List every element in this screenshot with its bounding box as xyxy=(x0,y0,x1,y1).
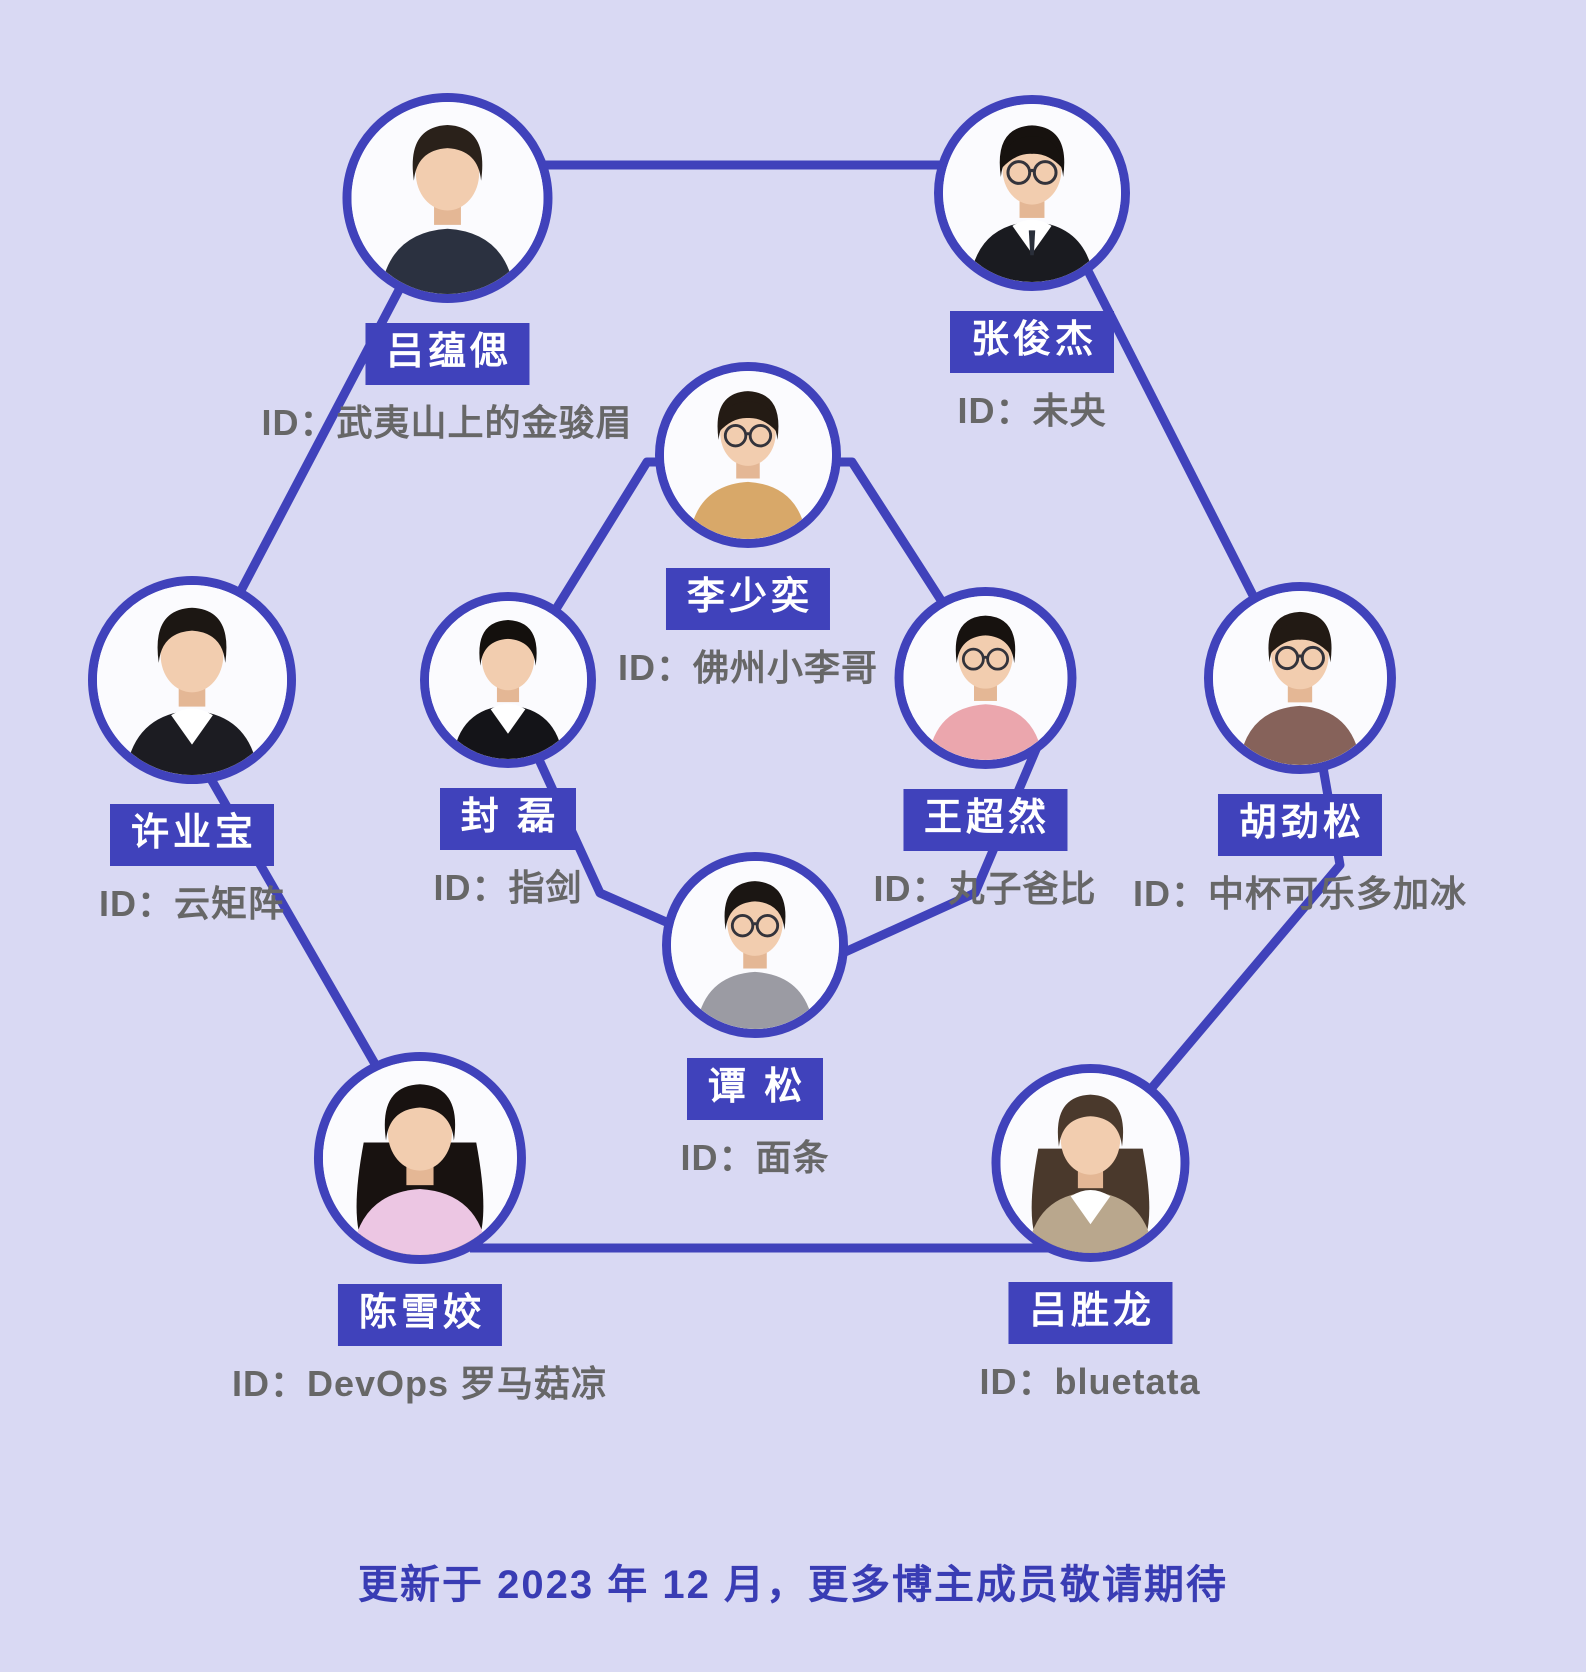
avatar xyxy=(662,852,848,1038)
member-name-badge: 胡劲松 xyxy=(1217,794,1382,856)
member-node: 李少奕 ID：佛州小李哥 xyxy=(618,362,878,691)
member-id: ID：指剑 xyxy=(433,859,582,911)
member-name-badge: 张俊杰 xyxy=(949,311,1114,373)
avatar xyxy=(934,95,1130,291)
avatar xyxy=(990,1064,1189,1262)
id-value: 中杯可乐多加冰 xyxy=(1208,872,1468,914)
id-prefix: ID： xyxy=(433,866,509,908)
id-value: 丸子爸比 xyxy=(948,867,1097,909)
connector-line xyxy=(1146,749,1345,1093)
avatar xyxy=(88,576,296,784)
member-node: 王超然 ID：丸子爸比 xyxy=(873,587,1096,912)
member-node: 陈雪姣 ID：DevOps 罗马菇凉 xyxy=(232,1052,608,1407)
id-prefix: ID： xyxy=(617,646,693,688)
member-name-badge: 陈雪姣 xyxy=(337,1284,503,1346)
member-id: ID：面条 xyxy=(680,1129,829,1181)
member-name-badge: 许业宝 xyxy=(109,804,274,866)
avatar xyxy=(894,587,1076,769)
member-name-badge: 谭 松 xyxy=(686,1058,824,1120)
member-node: 吕蕴偲 ID：武夷山上的金骏眉 xyxy=(261,93,632,446)
connector-line xyxy=(211,247,424,643)
avatar xyxy=(342,93,552,303)
id-prefix: ID： xyxy=(261,401,337,443)
member-name-badge: 吕胜龙 xyxy=(1007,1282,1173,1344)
id-value: 武夷山上的金骏眉 xyxy=(336,401,633,443)
member-node: 胡劲松 ID：中杯可乐多加冰 xyxy=(1133,582,1467,917)
id-value: 佛州小李哥 xyxy=(693,646,879,688)
member-node: 吕胜龙 ID：bluetata xyxy=(979,1064,1200,1405)
member-name-badge: 封 磊 xyxy=(439,788,577,850)
id-value: 指剑 xyxy=(508,866,583,908)
connector-line xyxy=(1080,262,1273,628)
member-node: 张俊杰 ID：未央 xyxy=(934,95,1130,434)
avatar xyxy=(655,362,841,548)
avatar xyxy=(420,592,596,768)
id-prefix: ID： xyxy=(231,1362,307,1404)
member-id: ID：武夷山上的金骏眉 xyxy=(261,394,632,446)
member-id: ID：中杯可乐多加冰 xyxy=(1133,865,1467,917)
id-value: 云矩阵 xyxy=(174,882,286,924)
id-value: 未央 xyxy=(1032,389,1107,431)
member-id: ID：DevOps 罗马菇凉 xyxy=(232,1355,608,1407)
id-prefix: ID： xyxy=(98,882,174,924)
member-name-badge: 王超然 xyxy=(902,789,1067,851)
id-value: 面条 xyxy=(755,1136,830,1178)
member-node: 许业宝 ID：云矩阵 xyxy=(88,576,296,927)
member-id: ID：云矩阵 xyxy=(99,875,285,927)
member-name-badge: 吕蕴偲 xyxy=(364,323,529,385)
id-prefix: ID： xyxy=(680,1136,756,1178)
id-value: bluetata xyxy=(1054,1360,1201,1402)
member-name-badge: 李少奕 xyxy=(665,568,830,630)
member-node: 封 磊 ID：指剑 xyxy=(420,592,596,911)
footer-update-note: 更新于 2023 年 12 月，更多博主成员敬请期待 xyxy=(358,1563,1228,1607)
member-id: ID：丸子爸比 xyxy=(873,860,1096,912)
id-prefix: ID： xyxy=(979,1360,1055,1402)
member-node: 谭 松 ID：面条 xyxy=(662,852,848,1181)
id-prefix: ID： xyxy=(1132,872,1208,914)
avatar xyxy=(1204,582,1396,774)
id-prefix: ID： xyxy=(957,389,1033,431)
member-id: ID：bluetata xyxy=(979,1353,1200,1405)
member-id: ID：佛州小李哥 xyxy=(618,639,878,691)
id-prefix: ID： xyxy=(873,867,949,909)
member-id: ID：未央 xyxy=(957,382,1106,434)
id-value: DevOps 罗马菇凉 xyxy=(306,1362,609,1404)
avatar xyxy=(313,1052,526,1264)
